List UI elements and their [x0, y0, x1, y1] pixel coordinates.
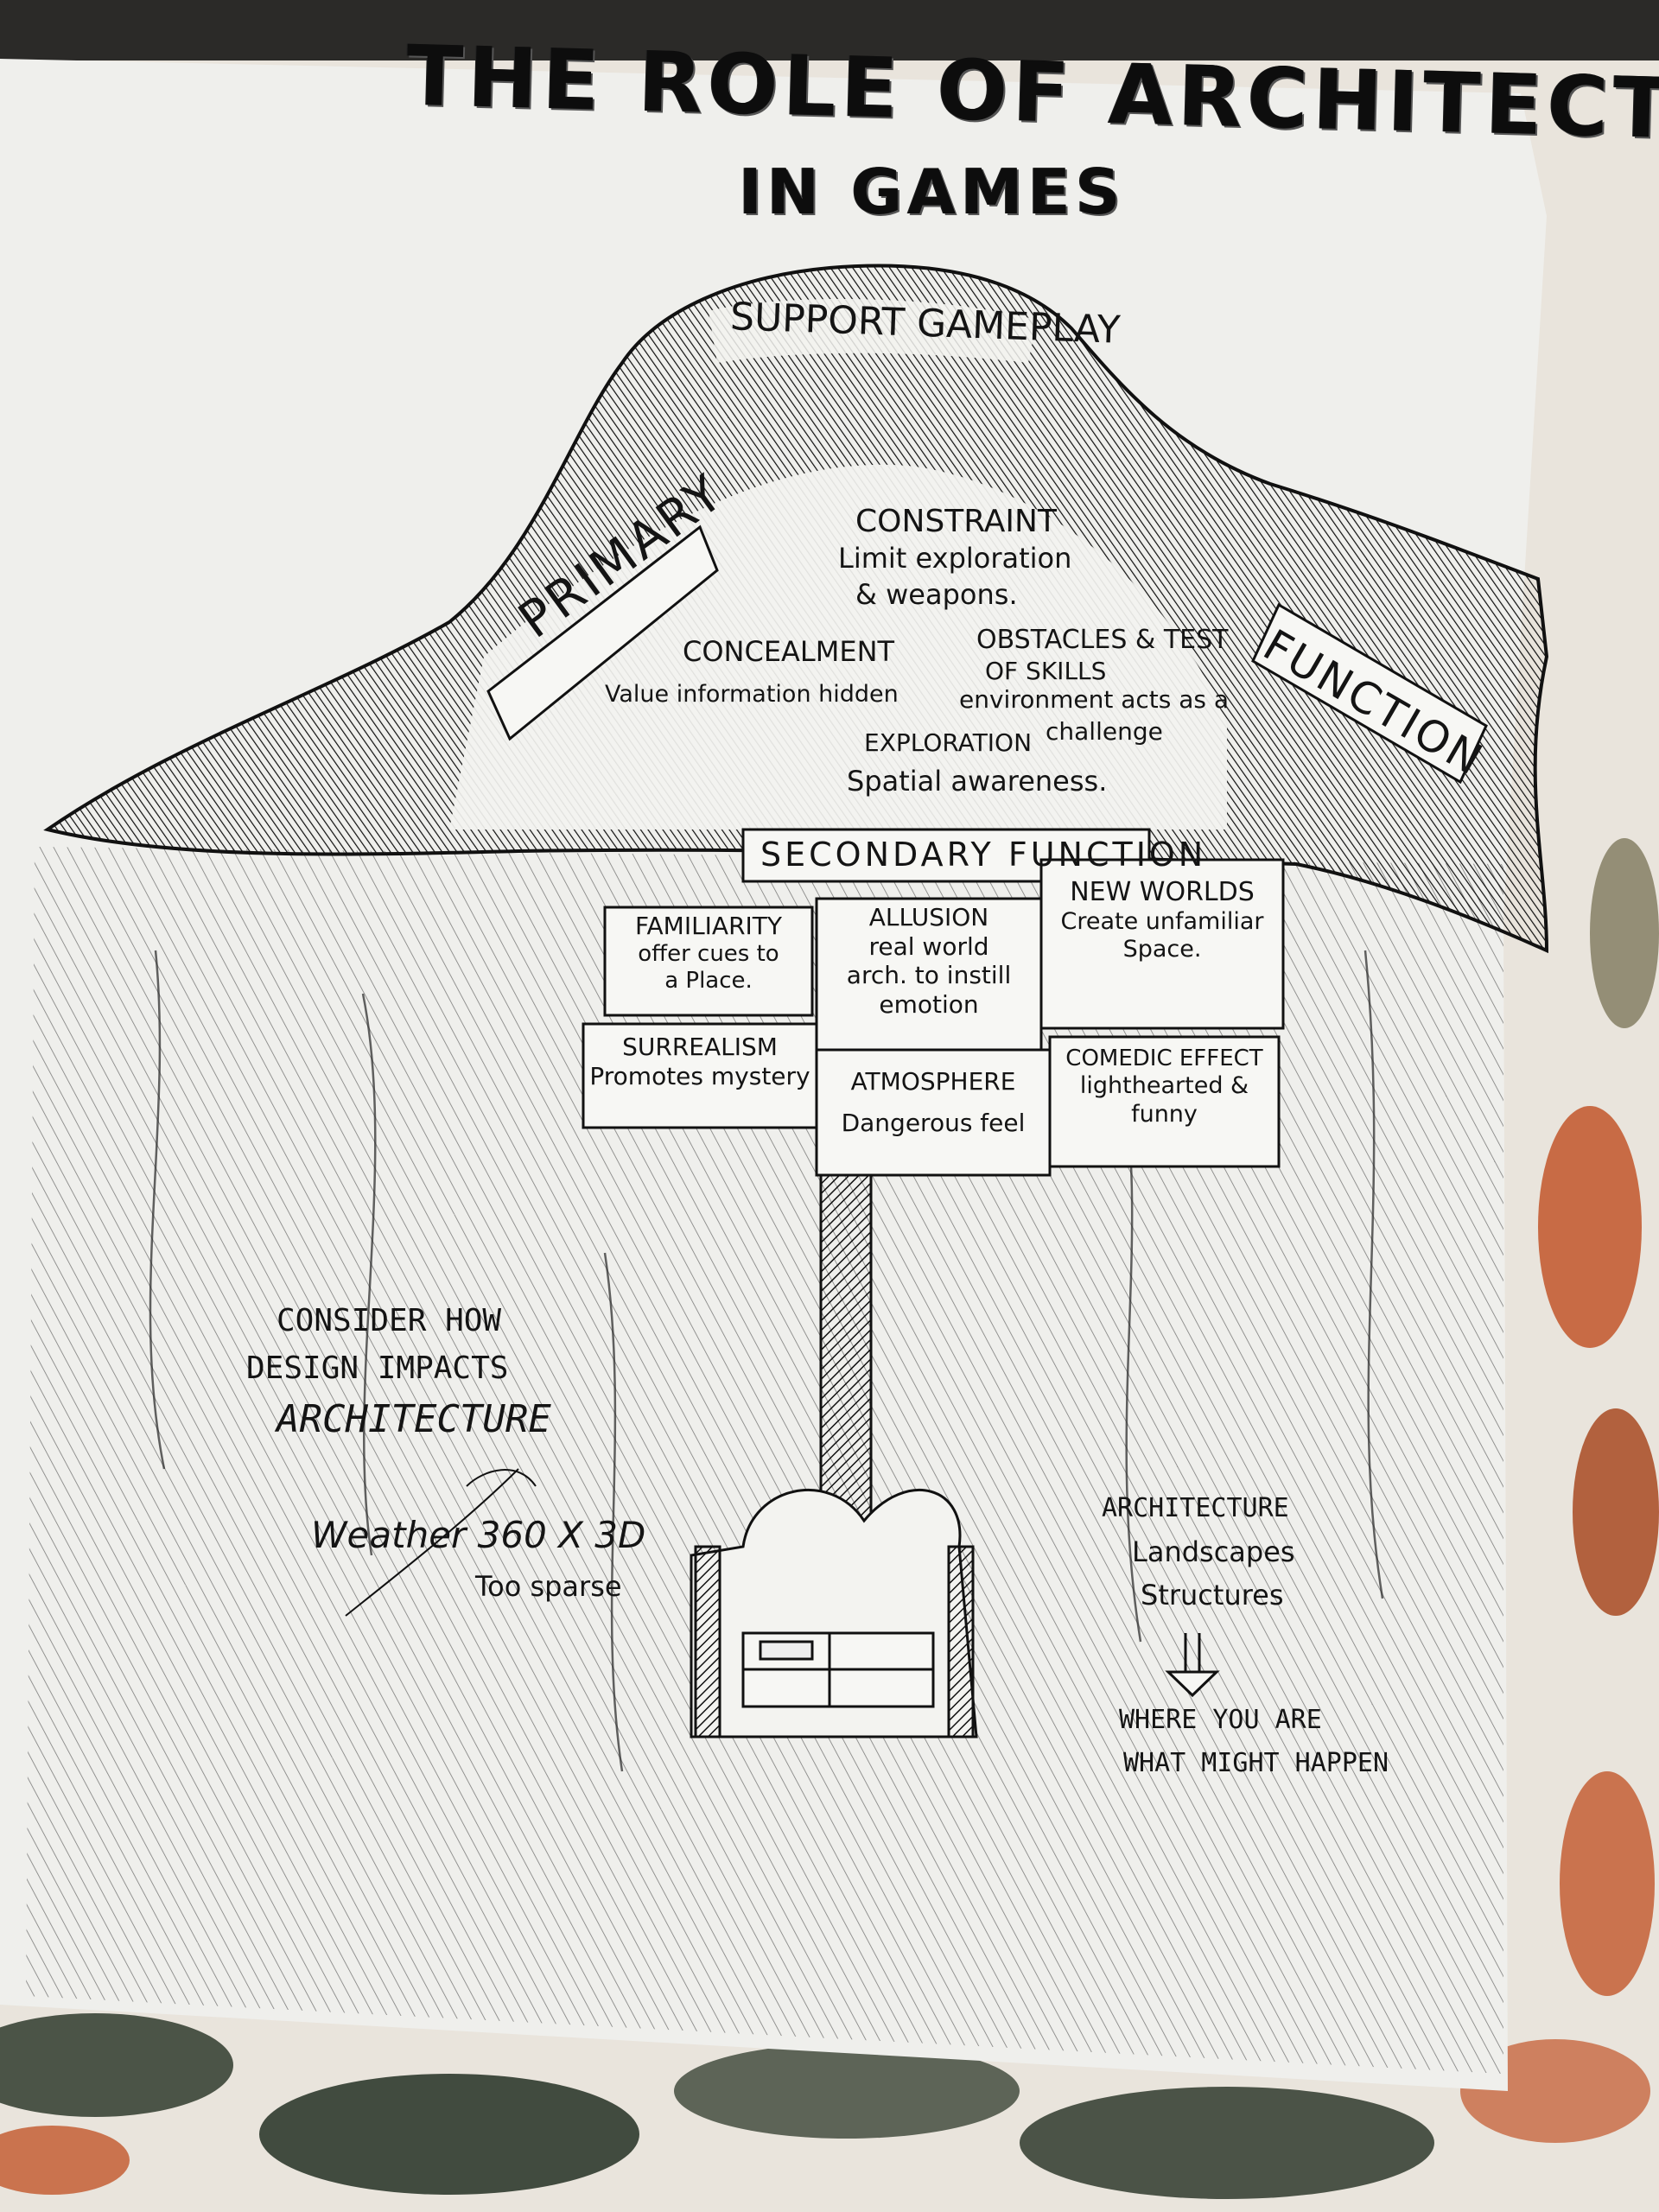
- right-banner: [1251, 602, 1488, 785]
- right-note-outcome-2: WHAT MIGHT HAPPEN: [1123, 1748, 1389, 1778]
- page-subtitle: IN GAMES: [739, 156, 1126, 228]
- sign-cell-line: funny: [1131, 1100, 1198, 1128]
- left-note-line-3: ARCHITECTURE: [276, 1397, 551, 1441]
- right-note-line-3: Structures: [1141, 1579, 1284, 1611]
- sign-cell-line: real world: [868, 931, 989, 961]
- sign-cell-atmosphere: ATMOSPHERE Dangerous feel: [817, 1067, 1050, 1137]
- sign-cell-surrealism: SURREALISM Promotes mystery: [583, 1033, 817, 1090]
- constraint-line-1: Limit exploration: [838, 542, 1072, 575]
- left-note-sub-1: Weather 360 X 3D: [311, 1514, 646, 1556]
- sign-cell-heading: ALLUSION: [868, 903, 989, 931]
- sign-cell-heading: FAMILIARITY: [634, 912, 783, 940]
- sign-cell-comedic-effect: COMEDIC EFFECT lighthearted & funny: [1050, 1046, 1279, 1128]
- constraint-heading: CONSTRAINT: [855, 504, 1057, 539]
- obstacles-line-3: challenge: [1046, 717, 1163, 746]
- right-note-outcome-1: WHERE YOU ARE: [1119, 1705, 1322, 1735]
- sign-cell-heading: ATMOSPHERE: [850, 1067, 1016, 1096]
- sign-cell-line: offer cues to: [638, 940, 779, 967]
- sign-cell-allusion: ALLUSION real world arch. to instill emo…: [817, 903, 1041, 1019]
- sign-cell-line: a Place.: [664, 967, 753, 994]
- down-arrow: [1165, 1633, 1220, 1698]
- sign-header-label: SECONDARY FUNCTION: [760, 836, 1207, 874]
- sign-cell-line: Space.: [1122, 936, 1202, 963]
- obstacles-heading: OBSTACLES & TEST: [976, 625, 1229, 655]
- sign-cell-line: Create unfamiliar: [1060, 908, 1264, 935]
- left-note-line-1: CONSIDER HOW: [276, 1303, 502, 1338]
- sign-board: [582, 858, 1285, 1177]
- sign-cell-line: emotion: [879, 989, 979, 1019]
- left-note-line-2: DESIGN IMPACTS: [246, 1351, 509, 1386]
- base-machine: [690, 1488, 978, 1738]
- obstacles-line-2: environment acts as a: [959, 685, 1230, 714]
- concealment-line-1: Value information hidden: [605, 681, 899, 708]
- right-note-line-1: ARCHITECTURE: [1102, 1493, 1289, 1523]
- concealment-heading: CONCEALMENT: [683, 635, 895, 668]
- sign-cell-line: lighthearted &: [1079, 1072, 1249, 1100]
- obstacles-line-1: OF SKILLS: [985, 657, 1107, 685]
- left-banner: [486, 524, 719, 741]
- exploration-line-1: Spatial awareness.: [847, 765, 1108, 798]
- sign-cell-heading: SURREALISM: [622, 1033, 778, 1061]
- sign-cell-heading: NEW WORLDS: [1070, 877, 1255, 907]
- sign-cell-line: Promotes mystery: [589, 1061, 810, 1090]
- sign-cell-line: arch. to instill: [846, 961, 1012, 990]
- exploration-heading: EXPLORATION: [864, 728, 1033, 757]
- sign-cell-line: Dangerous feel: [841, 1108, 1026, 1137]
- left-note-sub-2: Too sparse: [475, 1570, 622, 1603]
- right-note-line-2: Landscapes: [1132, 1535, 1295, 1568]
- sign-cell-familiarity: FAMILIARITY offer cues to a Place.: [605, 912, 812, 995]
- constraint-line-2: & weapons.: [855, 578, 1018, 611]
- sign-cell-heading: COMEDIC EFFECT: [1065, 1046, 1263, 1071]
- sign-cell-new-worlds: NEW WORLDS Create unfamiliar Space.: [1041, 877, 1283, 964]
